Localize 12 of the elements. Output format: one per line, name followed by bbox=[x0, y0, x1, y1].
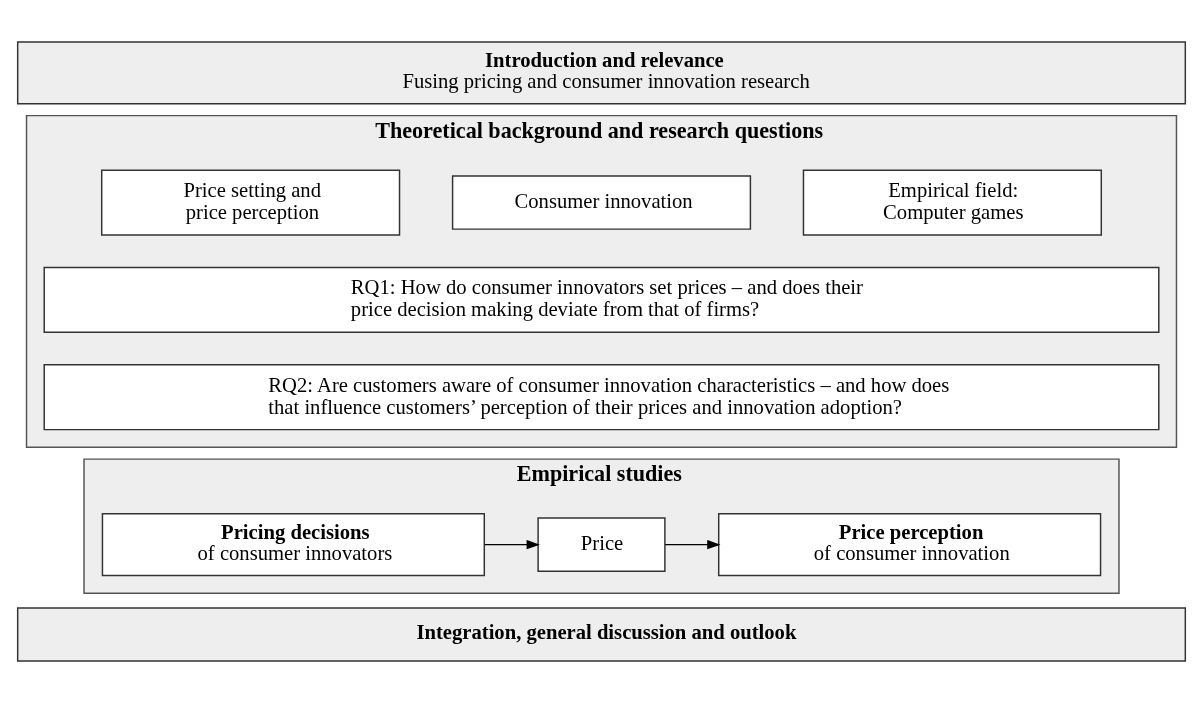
node-box: RQ1: How do consumer innovators set prices – and does their price decision making deviate from that of firms? bbox=[43, 266, 1160, 333]
node-box: Empirical field: Computer games bbox=[802, 168, 1103, 236]
node-box: Price setting and price perception bbox=[100, 168, 401, 236]
node-box: Pricing decisions of consumer innovators bbox=[101, 512, 486, 576]
node-box: Price perception of consumer innovation bbox=[717, 512, 1102, 576]
node-box: RQ2: Are customers aware of consumer innovation characteristics – and how does that influence customers’ perception of their prices and innovation adoption? bbox=[43, 363, 1160, 430]
arrow bbox=[484, 539, 540, 549]
node-box: Integration, general discussion and outlook bbox=[16, 606, 1187, 662]
node-box: Consumer innovation bbox=[451, 174, 752, 230]
arrow bbox=[664, 539, 721, 549]
node-box: Price bbox=[537, 516, 666, 572]
node-box: Introduction and relevance Fusing pricing and consumer innovation research bbox=[16, 40, 1187, 105]
